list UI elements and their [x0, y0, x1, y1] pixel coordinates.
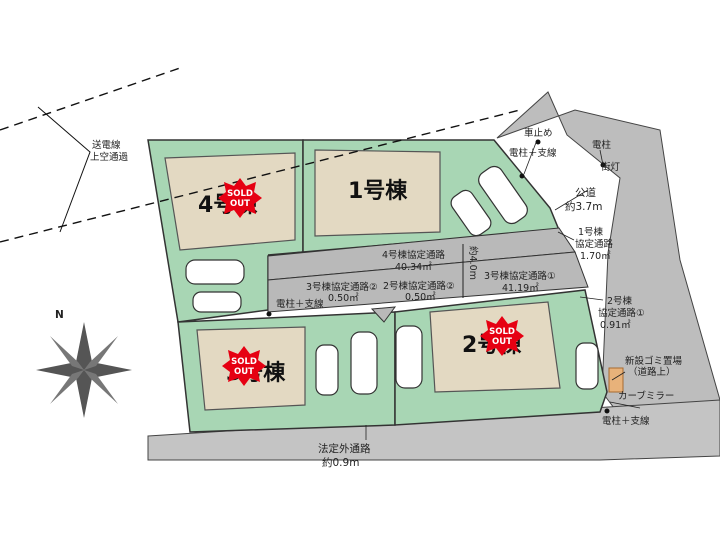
pole-support-mid-label: 電柱＋支線 [276, 298, 324, 310]
path-2a-title: 2号棟協定通路② [383, 280, 455, 292]
north-label: N [55, 309, 64, 321]
powerline-label-2: 上空通過 [90, 151, 129, 163]
svg-text:OUT: OUT [230, 199, 250, 209]
pole-support-top-label: 電柱＋支線 [509, 147, 557, 159]
svg-text:OUT: OUT [492, 337, 512, 347]
public-road-label-1: 公道 [575, 186, 596, 199]
house-1 [314, 149, 441, 237]
path-2a-area: 0.50㎡ [405, 292, 436, 303]
path-3a-title: 3号棟協定通路② [306, 281, 378, 293]
path-2b-line1: 2号棟 [607, 295, 633, 307]
utility-poles [266, 139, 610, 414]
path-1-area: 1.70㎡ [580, 251, 611, 262]
path-4-title: 4号棟協定通路 [382, 249, 446, 261]
leader-lines [365, 139, 641, 440]
path-2b-line2: 協定通路① [598, 307, 645, 319]
outside-path-label-2: 約0.9m [322, 456, 359, 469]
parking-cars [185, 165, 599, 396]
garbage-label-2: （道路上） [628, 366, 676, 378]
svg-text:SOLD: SOLD [227, 189, 253, 199]
sold-out-badge-2: SOLD OUT [480, 316, 524, 356]
car-stop-label: 車止め [524, 127, 553, 139]
path-1-line1: 1号棟 [578, 226, 604, 238]
path-3b-title: 3号棟協定通路① [484, 270, 556, 282]
path-corner [370, 306, 397, 323]
path-3a-area: 0.50㎡ [328, 293, 359, 304]
streetlight-label: 街灯 [601, 161, 621, 173]
sold-out-badge-4: SOLD OUT [218, 178, 262, 218]
north-compass-icon [36, 322, 132, 418]
sold-out-badge-3: SOLD OUT [222, 346, 266, 386]
outside-path-road [147, 399, 720, 461]
building-1-label: 1号棟 [348, 178, 408, 204]
path-3 [267, 251, 589, 313]
powerline-upper [0, 67, 181, 131]
powerline-leader [37, 106, 91, 233]
garbage-label-1: 新設ゴミ置場 [625, 355, 683, 367]
svg-text:SOLD: SOLD [231, 357, 257, 367]
path-3b-area: 41.19㎡ [502, 283, 539, 294]
garbage-area [608, 367, 624, 393]
pole-label: 電柱 [592, 139, 612, 151]
path-1-line2: 協定通路 [575, 238, 614, 250]
path-2b-area: 0.91㎡ [600, 320, 631, 331]
svg-text:OUT: OUT [234, 367, 254, 377]
width-label: 約4.0m [467, 246, 479, 280]
outside-path-label-1: 法定外通路 [318, 442, 371, 455]
public-road-label-2: 約3.7m [565, 200, 602, 213]
powerline-label-1: 送電線 [92, 139, 121, 151]
curve-mirror-label: カーブミラー [618, 390, 674, 402]
pole-support-bottom-label: 電柱＋支線 [602, 415, 650, 427]
svg-text:SOLD: SOLD [489, 327, 515, 337]
path-4-area: 40.34㎡ [395, 262, 432, 273]
